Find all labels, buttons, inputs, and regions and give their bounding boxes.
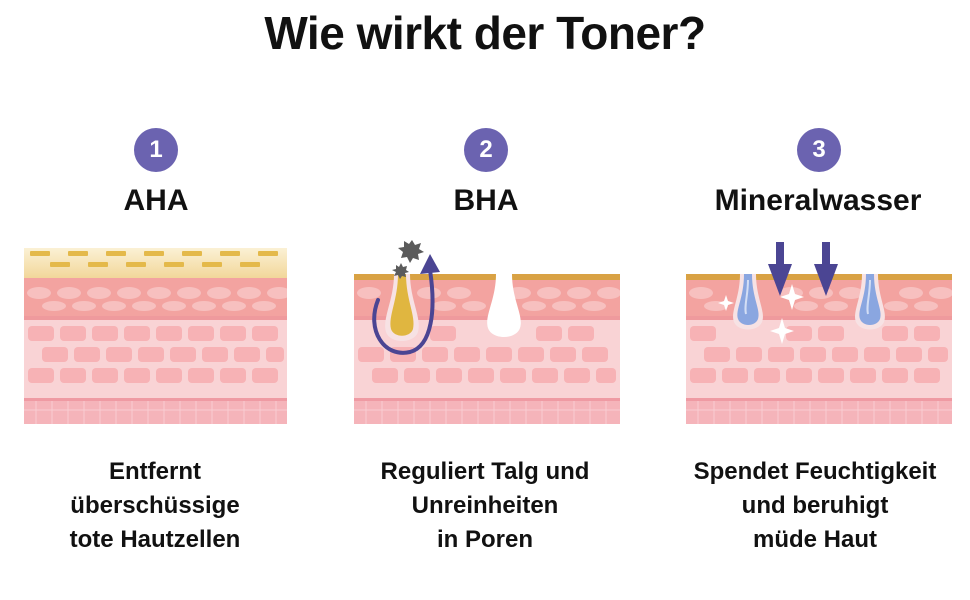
sparkle-icon — [718, 284, 804, 344]
step-3-number-badge: 3 — [797, 128, 841, 172]
step-1-heading: AHA — [123, 184, 189, 217]
circular-arrow-icon — [372, 254, 440, 355]
step-1-description-line: überschüssige — [70, 492, 240, 519]
step-2-skin-illustration — [354, 240, 620, 424]
step-2-description-line: Unreinheiten — [411, 492, 559, 519]
step-2-number-badge: 2 — [464, 128, 508, 172]
dead-skin-layer — [24, 248, 287, 278]
clogged-pore — [385, 274, 419, 341]
step-3-description-line: und beruhigt — [741, 492, 889, 519]
step-3-description: Spendet Feuchtigkeit und beruhigt müde H… — [660, 455, 970, 557]
step-1-skin-illustration — [24, 248, 287, 424]
step-1-description-line: Entfernt — [109, 458, 201, 485]
step-3-description-line: müde Haut — [752, 526, 877, 553]
step-1-description: Entfernt überschüssige tote Hautzellen — [0, 455, 310, 557]
arrow-down-icon — [814, 242, 838, 296]
step-2-heading: BHA — [453, 184, 519, 217]
step-2-description-line: Reguliert Talg und — [380, 458, 590, 485]
hydrated-pore — [855, 274, 885, 330]
step-2-description: Reguliert Talg und Unreinheiten in Poren — [330, 455, 640, 557]
step-2-description-line: in Poren — [436, 526, 533, 553]
arrow-down-icon — [768, 242, 792, 296]
step-1-description-line: tote Hautzellen — [69, 526, 241, 553]
clear-pore — [487, 274, 521, 337]
step-3-description-line: Spendet Feuchtigkeit — [693, 458, 937, 485]
page-title: Wie wirkt der Toner? — [264, 7, 706, 59]
impurity-particle-icon — [392, 240, 424, 279]
step-1-number-badge: 1 — [134, 128, 178, 172]
step-3-heading: Mineralwasser — [714, 184, 922, 217]
hydrated-pore — [733, 274, 763, 330]
step-3-skin-illustration — [686, 242, 952, 424]
